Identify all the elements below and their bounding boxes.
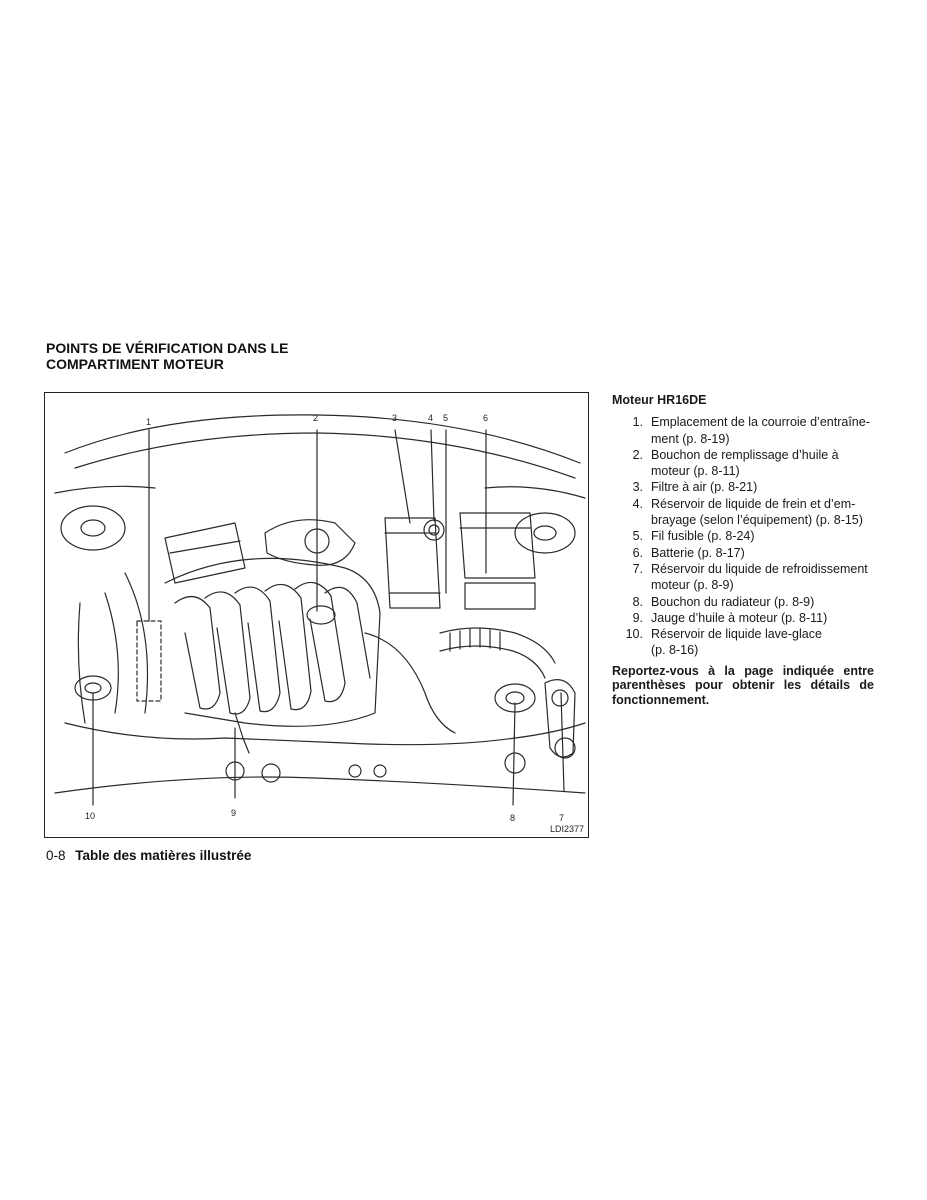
legend-item-line: Bouchon du radiateur (p. 8-9) — [651, 594, 815, 609]
callout-6: 6 — [483, 413, 489, 423]
legend-item: 3. Filtre à air (p. 8-21) — [612, 479, 874, 495]
legend-list: 1.Emplacement de la courroie d’entraîne-… — [612, 414, 874, 658]
legend-item-text: Réservoir de liquide lave-glace(p. 8-16) — [643, 626, 874, 659]
legend-item-number: 1. — [632, 415, 643, 430]
legend-item-line: Filtre à air (p. 8-21) — [651, 480, 758, 495]
callout-2: 2 — [313, 413, 319, 423]
legend-item-number: 6. — [632, 545, 643, 560]
legend-item-line: Réservoir de liquide lave-glace — [651, 627, 822, 642]
legend-item-text: Bouchon de remplissage d’huile à moteur (… — [643, 447, 874, 480]
legend-item-text: Filtre à air (p. 8-21) — [643, 479, 874, 495]
legend-item-number: 8. — [632, 594, 643, 609]
callout-10: 10 — [85, 811, 96, 821]
section-title-line-1: POINTS DE VÉRIFICATION DANS LE — [46, 340, 289, 356]
legend-item-continuation: moteur (p. 8-9) — [651, 578, 734, 593]
engine-legend: Moteur HR16DE 1.Emplacement de la courro… — [612, 392, 874, 707]
legend-item-text: Réservoir de liquide de frein et d’em-br… — [643, 496, 874, 529]
engine-compartment-illustration: 1 2 3 4 5 6 7 8 9 10 LDI2377 — [44, 392, 589, 838]
legend-item-line: Batterie (p. 8-17) — [651, 545, 745, 560]
page-footer: 0-8 Table des matières illustrée — [46, 848, 251, 863]
engine-heading: Moteur HR16DE — [612, 393, 707, 407]
section-title: POINTS DE VÉRIFICATION DANS LE COMPARTIM… — [46, 340, 346, 372]
legend-item-line: Réservoir de liquide de frein et d’em- — [651, 496, 856, 511]
legend-item-text: Jauge d’huile à moteur (p. 8-11) — [643, 610, 874, 626]
figure-code: LDI2377 — [549, 824, 584, 834]
legend-item-continuation: moteur (p. 8-11) — [651, 464, 740, 479]
legend-item-number: 9. — [632, 610, 643, 625]
callout-7: 7 — [559, 813, 565, 823]
callout-1: 1 — [146, 417, 152, 427]
legend-item: 8. Bouchon du radiateur (p. 8-9) — [612, 594, 874, 610]
legend-item: 10.Réservoir de liquide lave-glace(p. 8-… — [612, 626, 874, 659]
page-number: 0-8 — [46, 848, 66, 863]
legend-item: 7.Réservoir du liquide de refroidissemen… — [612, 561, 874, 594]
legend-item-line: Réservoir du liquide de refroidissement — [651, 561, 868, 576]
legend-item: 5. Fil fusible (p. 8-24) — [612, 528, 874, 544]
callout-8: 8 — [510, 813, 516, 823]
legend-item-number: 4. — [632, 496, 643, 511]
legend-item-line: Fil fusible (p. 8-24) — [651, 529, 755, 544]
reference-note: Reportez-vous à la page indiquée entre p… — [612, 663, 874, 707]
legend-item: 6. Batterie (p. 8-17) — [612, 545, 874, 561]
footer-title: Table des matières illustrée — [75, 848, 252, 863]
legend-item-number: 7. — [632, 561, 643, 576]
legend-item: 1.Emplacement de la courroie d’entraîne-… — [612, 414, 874, 447]
legend-item: 9. Jauge d’huile à moteur (p. 8-11) — [612, 610, 874, 626]
legend-item-text: Fil fusible (p. 8-24) — [643, 528, 874, 544]
legend-item: 4.Réservoir de liquide de frein et d’em-… — [612, 496, 874, 529]
legend-item-number: 3. — [632, 480, 643, 495]
legend-item-text: Bouchon du radiateur (p. 8-9) — [643, 594, 874, 610]
engine-line-drawing — [54, 414, 586, 806]
callout-3: 3 — [392, 413, 398, 423]
legend-item-number: 2. — [632, 447, 643, 462]
legend-item-continuation: brayage (selon l’équipement) (p. 8-15) — [651, 513, 863, 528]
section-title-line-2: COMPARTIMENT MOTEUR — [46, 356, 224, 372]
legend-item-line: Bouchon de remplissage d’huile à — [651, 447, 839, 462]
legend-item-text: Emplacement de la courroie d’entraîne-me… — [643, 414, 874, 447]
legend-item-continuation: (p. 8-16) — [651, 643, 699, 658]
legend-item-number: 10. — [625, 627, 643, 642]
legend-item-number: 5. — [632, 529, 643, 544]
legend-item-continuation: ment (p. 8-19) — [651, 431, 730, 446]
legend-item-text: Réservoir du liquide de refroidissement m… — [643, 561, 874, 594]
legend-item-line: Emplacement de la courroie d’entraîne- — [651, 415, 870, 430]
callout-5: 5 — [443, 413, 449, 423]
callout-4: 4 — [428, 413, 434, 423]
legend-item-line: Jauge d’huile à moteur (p. 8-11) — [651, 610, 828, 625]
callout-9: 9 — [231, 808, 237, 818]
legend-item: 2. Bouchon de remplissage d’huile à moteur… — [612, 447, 874, 480]
legend-item-text: Batterie (p. 8-17) — [643, 545, 874, 561]
